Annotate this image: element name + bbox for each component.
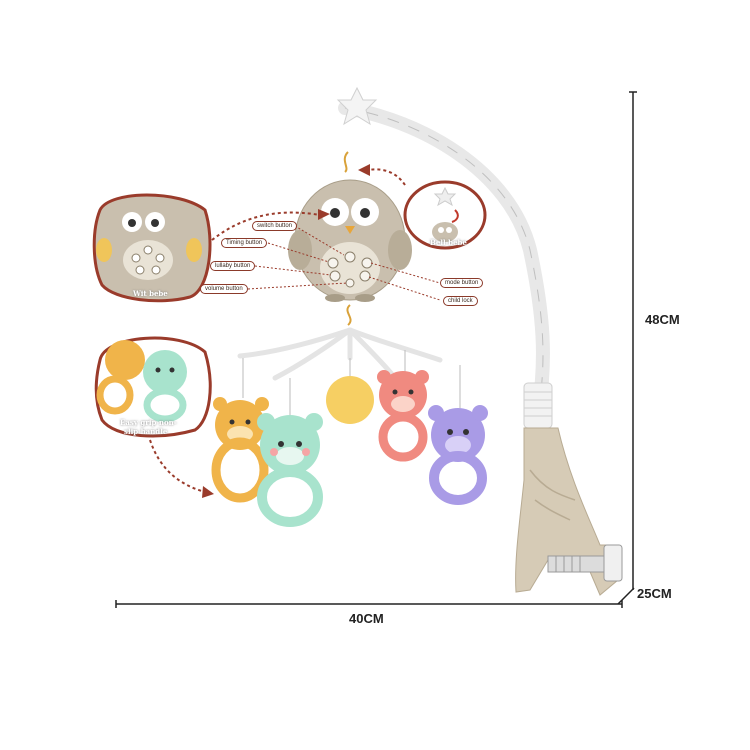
mode-button-label: mode button xyxy=(440,278,484,288)
purple-bear-rattle xyxy=(428,405,488,505)
crib-clamp xyxy=(515,427,623,596)
mint-bear-rattle xyxy=(257,413,323,527)
toy-hanger-rack xyxy=(237,327,443,381)
arm-spring-joint xyxy=(523,382,553,429)
bell-inset-arrow xyxy=(367,168,406,186)
depth-dimension-label: 25CM xyxy=(637,586,672,601)
lullaby-button[interactable] xyxy=(329,270,341,282)
rattle-inset-caption-line1: Easy grip non- xyxy=(120,418,177,427)
volume-button-label: volume button xyxy=(200,284,248,294)
height-dimension-label: 48CM xyxy=(645,312,680,327)
child-lock-button[interactable] xyxy=(359,270,371,282)
timing-button[interactable] xyxy=(327,257,339,269)
pink-bear-rattle xyxy=(377,370,429,462)
width-dimension-label: 40CM xyxy=(349,611,384,626)
callout-lines xyxy=(247,225,441,301)
timing-button-label: Timing button xyxy=(221,238,268,248)
hook-to-rack xyxy=(346,304,352,326)
rattle-detail-inset xyxy=(94,336,212,438)
tiger-rattle xyxy=(211,397,269,503)
owl-inset-arrow xyxy=(211,211,321,241)
owl-inset-caption: Wit bebe xyxy=(133,289,168,298)
switch-button-label: switch button xyxy=(252,221,298,231)
star-icon xyxy=(336,86,378,126)
lullaby-button-label: lullaby button xyxy=(210,261,256,271)
child-lock-label: child lock xyxy=(443,296,478,306)
owl-music-box xyxy=(288,179,412,302)
switch-button[interactable] xyxy=(344,251,356,263)
width-dimension-line xyxy=(115,600,623,608)
mode-button[interactable] xyxy=(361,257,373,269)
owl-detail-inset xyxy=(92,193,212,303)
depth-dimension-line xyxy=(617,587,635,605)
volume-button[interactable] xyxy=(345,278,355,288)
rattle-inset-arrow xyxy=(149,439,206,493)
owl-hook xyxy=(343,151,349,173)
height-dimension-line xyxy=(629,91,637,590)
bell-inset-caption: Bell bebe xyxy=(430,238,467,247)
rattle-inset-caption-line2: slip handle xyxy=(124,427,168,436)
yellow-ball-toy xyxy=(326,376,374,424)
bell-detail-inset xyxy=(403,180,487,250)
